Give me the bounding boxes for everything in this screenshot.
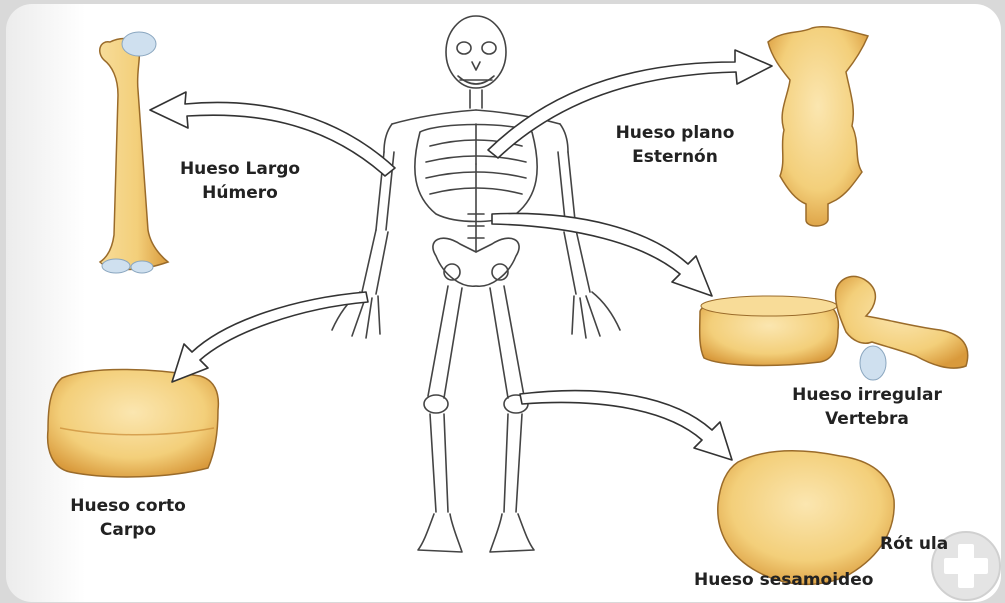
label-long-bone: Hueso Largo Húmero	[160, 157, 320, 205]
label-short-bone: Hueso corto Carpo	[58, 494, 198, 542]
label-long-bone-example: Húmero	[160, 181, 320, 205]
label-sesamoid-example: Rót ula	[880, 532, 970, 556]
label-short-bone-type: Hueso corto	[58, 494, 198, 518]
carpal-bone	[48, 370, 219, 477]
label-irregular-bone-example: Vertebra	[762, 407, 972, 431]
label-short-bone-example: Carpo	[58, 518, 198, 542]
label-flat-bone-example: Esternón	[600, 145, 750, 169]
label-flat-bone-type: Hueso plano	[600, 121, 750, 145]
label-sesamoid-type: Hueso sesamoideo	[694, 568, 914, 592]
label-flat-bone: Hueso plano Esternón	[600, 121, 750, 169]
label-irregular-bone-type: Hueso irregular	[762, 383, 972, 407]
label-long-bone-type: Hueso Largo	[160, 157, 320, 181]
label-irregular-bone: Hueso irregular Vertebra	[762, 383, 972, 431]
